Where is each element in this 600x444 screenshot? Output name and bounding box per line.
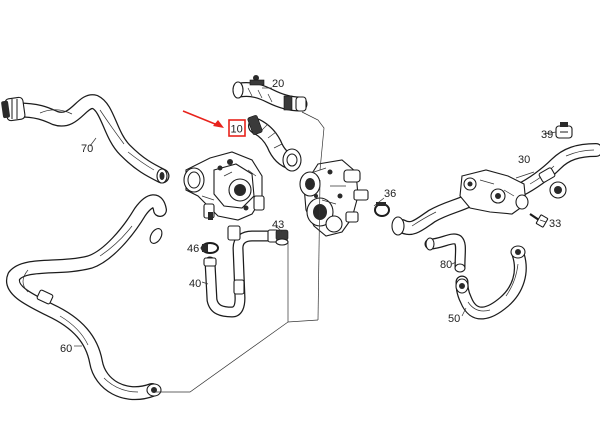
coolant-distributor <box>299 159 369 237</box>
hose-70 <box>1 94 170 184</box>
hose-20 <box>232 75 308 112</box>
hose-50 <box>455 245 527 320</box>
highlight-box <box>228 119 246 137</box>
callout-39: 39 <box>541 129 553 141</box>
callout-46: 46 <box>187 243 199 255</box>
callout-40: 40 <box>189 278 201 290</box>
bolt-33 <box>529 213 549 228</box>
pipe-40 <box>203 225 279 318</box>
hose-80 <box>424 233 466 273</box>
callout-20: 20 <box>272 78 284 90</box>
clip-39 <box>555 122 573 139</box>
callout-43: 43 <box>272 219 284 231</box>
hose-60 <box>6 194 167 401</box>
highlight-arrow <box>182 110 224 128</box>
callout-10: 10 <box>231 124 243 136</box>
callout-70: 70 <box>81 143 93 155</box>
callout-33: 33 <box>549 218 561 230</box>
leader-lines <box>74 87 557 393</box>
callout-30: 30 <box>518 154 530 166</box>
clip-43 <box>275 229 289 246</box>
callout-80: 80 <box>440 259 452 271</box>
callout-36: 36 <box>384 188 396 200</box>
hose-30 <box>391 143 600 236</box>
thermostat-housing <box>183 151 265 221</box>
hose-10 <box>247 115 302 172</box>
callout-60: 60 <box>60 343 72 355</box>
callout-50: 50 <box>448 313 460 325</box>
clamp-36 <box>374 202 390 217</box>
